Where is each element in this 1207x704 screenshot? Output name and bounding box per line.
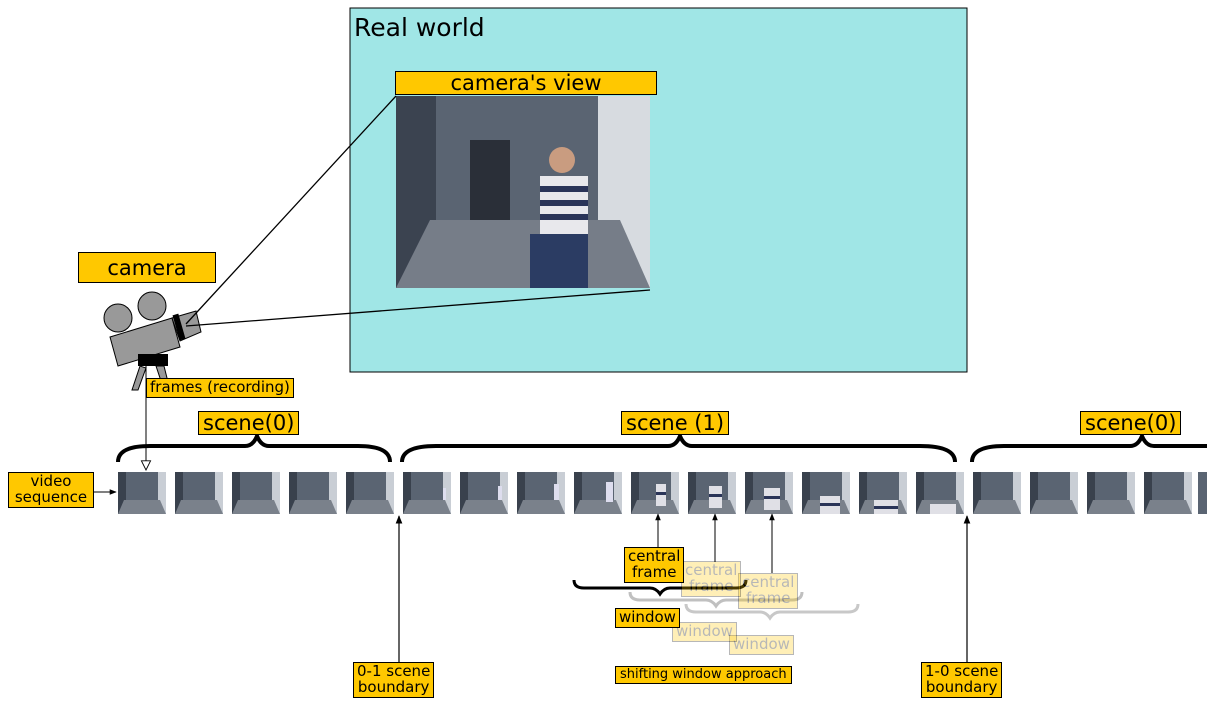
- view-ray-lower: [185, 289, 651, 327]
- window-brace-shifted-1: [628, 591, 804, 609]
- video-sequence-line2: sequence: [14, 487, 88, 506]
- video-frame: [1144, 472, 1192, 514]
- video-frame: [1087, 472, 1135, 514]
- window-label-shifted-1: window: [672, 622, 737, 642]
- central-frame-label: central frame: [624, 547, 685, 583]
- central-frame-line1: central: [628, 547, 681, 565]
- scene-1-label: scene (1): [621, 411, 730, 436]
- video-frame: [232, 472, 280, 514]
- video-frame: [346, 472, 394, 514]
- video-frame: [517, 472, 565, 514]
- recording-label: frames (recording): [146, 378, 294, 398]
- central-frame-line2: frame: [631, 562, 677, 581]
- central-frame-line1: central: [685, 561, 738, 579]
- boundary-line1: 0-1 scene: [357, 662, 431, 680]
- window-label: window: [615, 608, 680, 628]
- video-frame: [973, 472, 1021, 514]
- video-frame: [574, 472, 622, 514]
- scene-0-label: scene(0): [198, 411, 300, 436]
- camera-label: camera: [78, 252, 216, 283]
- camera-view-label: camera's view: [395, 71, 657, 96]
- camera-icon: [103, 291, 202, 391]
- real-world-title: Real world: [354, 13, 485, 42]
- video-sequence-strip: [118, 472, 1207, 514]
- video-frame: [745, 472, 793, 514]
- view-ray-upper: [185, 95, 397, 325]
- scene-0-brace-left: [116, 430, 392, 463]
- video-frame: [859, 472, 907, 514]
- video-frame: [175, 472, 223, 514]
- scene-0-brace-right: [970, 430, 1207, 463]
- boundary-0-1-label: 0-1 scene boundary: [353, 662, 435, 698]
- central-frame-label-shifted-1: central frame: [681, 561, 742, 597]
- boundary-line2: boundary: [925, 677, 998, 696]
- video-frame: [802, 472, 850, 514]
- window-label-shifted-2: window: [729, 635, 794, 655]
- video-frame: [631, 472, 679, 514]
- video-frame: [460, 472, 508, 514]
- central-frame-label-shifted-2: central frame: [738, 573, 799, 609]
- central-frame-line2: frame: [688, 576, 734, 595]
- video-frame: [1198, 472, 1207, 514]
- video-sequence-label: video sequence: [8, 472, 94, 508]
- window-brace-shifted-2: [684, 603, 860, 621]
- video-sequence-line1: video: [30, 472, 72, 490]
- scene-0-right-label: scene(0): [1080, 411, 1182, 436]
- video-frame: [403, 472, 451, 514]
- central-frame-line1: central: [742, 573, 795, 591]
- boundary-line1: 1-0 scene: [925, 662, 999, 680]
- boundary-1-0-label: 1-0 scene boundary: [921, 662, 1003, 698]
- window-brace: [572, 579, 748, 597]
- scene-1-brace: [400, 430, 957, 463]
- shifting-window-label: shifting window approach: [615, 666, 792, 684]
- video-frame: [1030, 472, 1078, 514]
- central-frame-line2: frame: [745, 588, 791, 607]
- boundary-line2: boundary: [357, 677, 430, 696]
- video-frame: [118, 472, 166, 514]
- video-frame: [289, 472, 337, 514]
- video-frame: [688, 472, 736, 514]
- video-frame: [916, 472, 964, 514]
- camera-view-image: [396, 96, 650, 288]
